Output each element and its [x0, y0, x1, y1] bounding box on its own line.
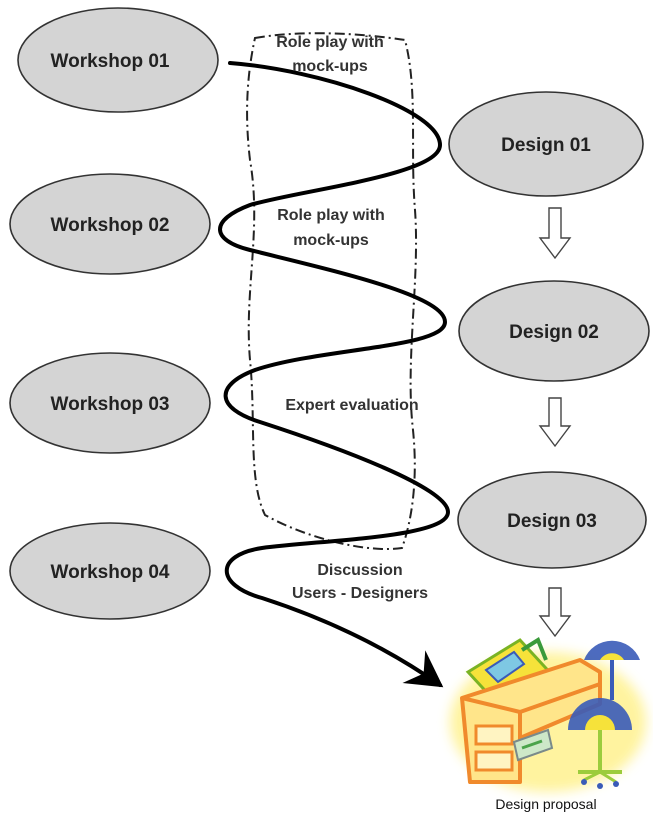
design-proposal-caption: Design proposal: [495, 796, 596, 812]
activity-role-play-2-line1: Role play with: [277, 207, 385, 224]
activity-role-play-1-line2: mock-ups: [292, 58, 368, 75]
activity-role-play-2-line2: mock-ups: [293, 232, 369, 249]
activity-role-play-1-line1: Role play with: [276, 34, 384, 51]
design-node-2: Design 02: [458, 280, 650, 382]
down-arrow-1: [538, 207, 572, 260]
activity-expert-evaluation: Expert evaluation: [285, 397, 418, 414]
design-node-3: Design 03: [457, 471, 647, 569]
desk-illustration-icon: [450, 637, 646, 792]
design-label: Design 01: [501, 135, 591, 156]
activity-discussion-line1: Discussion: [317, 562, 402, 579]
workshop-label: Workshop 04: [51, 562, 170, 583]
down-arrow-2: [538, 397, 572, 448]
design-label: Design 02: [509, 322, 599, 343]
workshop-node-4: Workshop 04: [9, 522, 211, 620]
lamp-icon: [584, 640, 640, 700]
workshop-node-1: Workshop 01: [17, 7, 219, 113]
iteration-boundary: [246, 32, 418, 551]
workshop-label: Workshop 03: [51, 394, 170, 415]
workshop-label: Workshop 01: [51, 51, 170, 72]
iteration-spiral: [218, 61, 451, 688]
workshop-label: Workshop 02: [51, 215, 170, 236]
chair-icon: [568, 698, 632, 789]
design-label: Design 03: [507, 511, 597, 532]
design-node-1: Design 01: [448, 91, 644, 197]
workshop-node-2: Workshop 02: [9, 173, 211, 275]
activity-discussion-line2: Users - Designers: [292, 585, 428, 602]
down-arrow-3: [538, 587, 572, 638]
workshop-node-3: Workshop 03: [9, 352, 211, 454]
